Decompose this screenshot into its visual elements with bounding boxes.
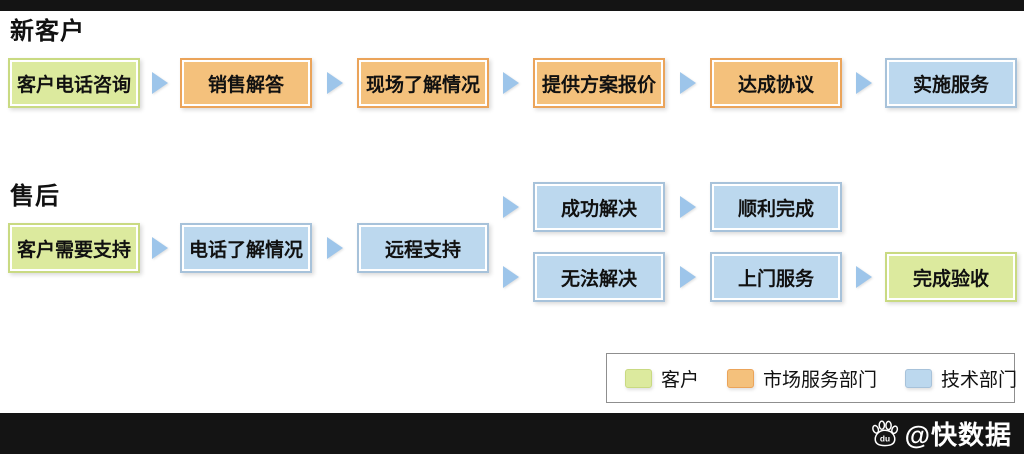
legend-label-customer: 客户 — [661, 369, 700, 391]
legend-item-customer: 客户 — [625, 365, 699, 392]
flow-node-tech: 顺利完成 — [710, 182, 842, 232]
flow-node-tech: 远程支持 — [357, 223, 489, 273]
arrow-right-icon — [152, 72, 168, 94]
legend-swatch-tech — [905, 368, 933, 388]
arrow-right-icon — [679, 72, 696, 94]
section-title-after-sales: 售后 — [10, 183, 60, 210]
bottom-black-bar: du @快数据 — [0, 413, 1024, 454]
legend-swatch-customer — [625, 368, 652, 388]
arrow-right-icon — [326, 72, 343, 94]
legend-item-market: 市场服务部门 — [727, 365, 877, 392]
flow-node-customer: 完成验收 — [885, 252, 1017, 302]
svg-text:du: du — [880, 433, 890, 443]
watermark-text: @快数据 — [904, 420, 1012, 450]
flow-node-tech: 成功解决 — [533, 182, 665, 232]
flow-node-tech: 实施服务 — [885, 58, 1017, 108]
flow-node-tech: 电话了解情况 — [180, 223, 312, 273]
legend-item-tech: 技术部门 — [905, 365, 1017, 392]
arrow-right-icon — [152, 237, 168, 259]
arrow-right-icon — [855, 72, 872, 94]
flow-node-tech: 无法解决 — [533, 252, 665, 302]
flow-node-market: 达成协议 — [710, 58, 842, 108]
watermark: du @快数据 — [870, 413, 1012, 454]
legend-label-tech: 技术部门 — [941, 369, 1018, 391]
flow-node-market: 提供方案报价 — [533, 58, 665, 108]
arrow-right-icon — [679, 196, 696, 218]
flow-node-tech: 上门服务 — [710, 252, 842, 302]
section-title-new-customer: 新客户 — [10, 18, 85, 45]
legend: 客户 市场服务部门 技术部门 — [606, 353, 1017, 403]
legend-swatch-market — [727, 368, 755, 388]
flow-node-customer: 客户需要支持 — [8, 223, 140, 273]
arrow-right-icon — [326, 237, 343, 259]
arrow-right-icon — [855, 266, 872, 288]
flow-node-market: 销售解答 — [180, 58, 312, 108]
arrow-right-icon — [503, 266, 519, 288]
arrow-right-icon — [503, 72, 519, 94]
baidu-paw-icon: du — [870, 420, 900, 447]
legend-label-market: 市场服务部门 — [763, 369, 878, 391]
arrow-right-icon — [503, 196, 519, 218]
flow-node-customer: 客户电话咨询 — [8, 58, 140, 108]
flow-node-market: 现场了解情况 — [357, 58, 489, 108]
top-black-bar — [0, 0, 1024, 11]
arrow-right-icon — [679, 266, 696, 288]
